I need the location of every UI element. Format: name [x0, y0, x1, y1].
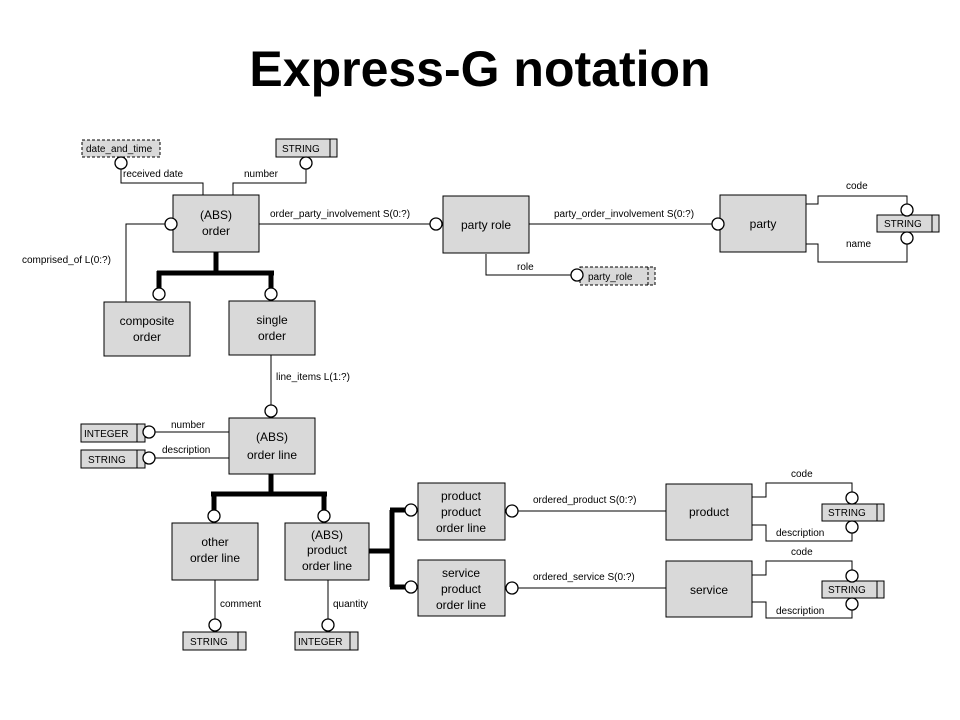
entity-composite-order-line-2: order — [133, 330, 161, 344]
entity-service-product-order-line-line-1: service — [442, 566, 480, 580]
label-comment: comment — [220, 599, 261, 610]
entity-service: service — [665, 560, 753, 618]
connector-lines — [120, 163, 908, 631]
label-ordered-service: ordered_service S(0:?) — [533, 572, 635, 583]
type-string-product-label: STRING — [828, 508, 866, 519]
type-string-description: STRING — [80, 449, 146, 469]
type-string-comment-label: STRING — [190, 637, 228, 648]
type-string-service-label: STRING — [828, 585, 866, 596]
entity-other-order-line-line-2: order line — [190, 551, 240, 565]
entity-order-line-1: (ABS) — [200, 208, 232, 222]
label-quantity: quantity — [333, 599, 368, 610]
entity-product-label: product — [689, 505, 730, 519]
label-description-line: description — [162, 445, 210, 456]
label-ordered-product: ordered_product S(0:?) — [533, 495, 636, 506]
entity-product-product-order-line-line-3: order line — [436, 521, 486, 535]
attribute-labels: received date number order_party_involve… — [22, 169, 871, 617]
entity-single-order-line-1: single — [256, 313, 288, 327]
label-code-product: code — [791, 469, 813, 480]
entity-order-line-line-1: (ABS) — [256, 430, 288, 444]
entity-product-product-order-line: product product order line — [417, 482, 506, 541]
label-received-date: received date — [123, 169, 183, 180]
label-party-order-involvement: party_order_involvement S(0:?) — [554, 209, 694, 220]
entity-product-product-order-line-line-1: product — [441, 489, 482, 503]
entity-product-product-order-line-line-2: product — [441, 505, 482, 519]
label-code-party: code — [846, 181, 868, 192]
type-integer-quantity-label: INTEGER — [298, 637, 342, 648]
entity-single-order: single order — [228, 300, 316, 356]
relationship-circles — [114, 156, 914, 632]
entity-composite-order: composite order — [103, 301, 191, 357]
entity-single-order-line-2: order — [258, 329, 286, 343]
entity-service-product-order-line-line-2: product — [441, 582, 482, 596]
entity-order-line: (ABS) order line — [228, 417, 316, 475]
label-number-order: number — [244, 169, 279, 180]
type-string-number-label: STRING — [282, 144, 320, 155]
label-description-service: description — [776, 606, 824, 617]
label-comprised-of: comprised_of L(0:?) — [22, 255, 111, 266]
type-party-role-label: party_role — [588, 272, 633, 283]
type-string-product: STRING — [821, 503, 885, 522]
entity-product-order-line-line-3: order line — [302, 559, 352, 573]
type-date-and-time-label: date_and_time — [86, 144, 153, 155]
label-description-product: description — [776, 528, 824, 539]
entity-service-product-order-line-line-3: order line — [436, 598, 486, 612]
type-integer-number-label: INTEGER — [84, 429, 128, 440]
subtype-trees — [156, 252, 407, 590]
label-order-party-involvement: order_party_involvement S(0:?) — [270, 209, 410, 220]
entity-other-order-line: other order line — [171, 522, 259, 581]
entity-party-label: party — [750, 217, 777, 231]
label-line-items: line_items L(1:?) — [276, 372, 350, 383]
label-code-service: code — [791, 547, 813, 558]
entity-party: party — [719, 194, 807, 253]
entity-party-role: party role — [442, 195, 530, 254]
type-string-party-label: STRING — [884, 219, 922, 230]
type-integer-number: INTEGER — [80, 423, 146, 443]
entity-composite-order-line-1: composite — [120, 314, 175, 328]
entity-service-product-order-line: service product order line — [417, 559, 506, 617]
page-title: Express-G notation — [249, 41, 711, 97]
entity-party-role-label: party role — [461, 218, 511, 232]
entity-order-line-2: order — [202, 224, 230, 238]
type-integer-quantity: INTEGER — [294, 631, 359, 651]
entity-product-order-line: (ABS) product order line — [284, 522, 370, 581]
entity-service-label: service — [690, 583, 728, 597]
type-string-comment: STRING — [182, 631, 247, 651]
type-string-party: STRING — [876, 214, 940, 233]
type-string-number: STRING — [275, 138, 338, 158]
entity-other-order-line-line-1: other — [201, 535, 228, 549]
type-string-description-label: STRING — [88, 455, 126, 466]
label-name-party: name — [846, 239, 871, 250]
label-number-line: number — [171, 420, 206, 431]
entity-product-order-line-line-2: product — [307, 543, 348, 557]
type-string-service: STRING — [821, 580, 885, 599]
entity-product: product — [665, 483, 753, 541]
type-party-role: party_role — [579, 266, 656, 286]
entity-order: (ABS) order — [172, 194, 260, 253]
type-date-and-time: date_and_time — [81, 139, 161, 158]
label-role: role — [517, 262, 534, 273]
entity-product-order-line-line-1: (ABS) — [311, 528, 343, 542]
entity-order-line-line-2: order line — [247, 448, 297, 462]
